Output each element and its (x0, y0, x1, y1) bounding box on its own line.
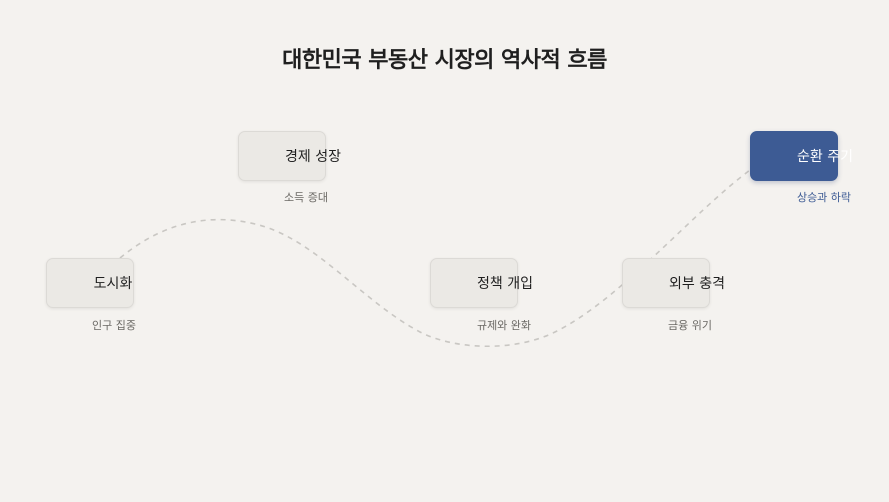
node-policy-intervention-sub: 규제와 완화 (476, 319, 532, 332)
node-external-shock-label: 외부 충격 (669, 276, 725, 292)
node-external-shock[interactable] (622, 258, 710, 308)
diagram-title: 대한민국 부동산 시장의 역사적 흐름 (282, 48, 607, 73)
node-policy-intervention[interactable] (430, 258, 518, 308)
node-external-shock-sub: 금융 위기 (668, 319, 712, 332)
node-urbanization-sub: 인구 집중 (92, 319, 136, 332)
node-economic-growth-label: 경제 성장 (285, 149, 341, 165)
node-cycle-sub: 상승과 하락 (796, 191, 852, 204)
node-cycle[interactable] (750, 131, 838, 181)
node-economic-growth[interactable] (238, 131, 326, 181)
node-urbanization-label: 도시화 (93, 276, 133, 292)
node-cycle-label: 순환 주기 (797, 149, 853, 165)
node-economic-growth-sub: 소득 증대 (284, 191, 328, 204)
node-urbanization[interactable] (46, 258, 134, 308)
node-policy-intervention-label: 정책 개입 (477, 276, 533, 292)
